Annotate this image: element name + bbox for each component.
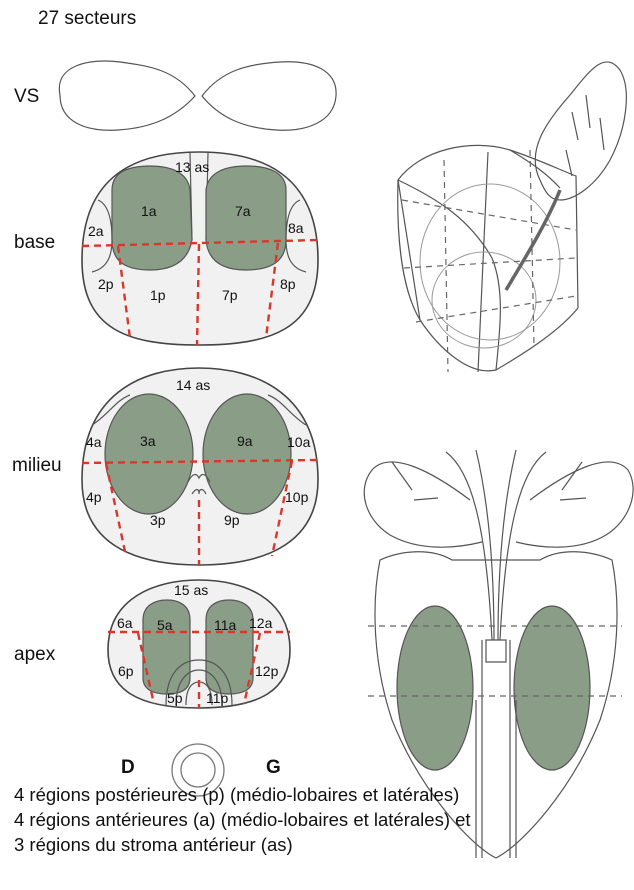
- sector-8p: 8p: [280, 276, 296, 292]
- sector-5p: 5p: [167, 690, 183, 706]
- sector-2a: 2a: [88, 223, 104, 239]
- sagittal-section-planes: [402, 150, 576, 372]
- sector-4a: 4a: [86, 434, 102, 450]
- orientation-right-label: D: [121, 757, 135, 779]
- sector-15as: 15 as: [174, 582, 208, 598]
- sagittal-illustration: [398, 62, 627, 372]
- sector-6p: 6p: [118, 663, 134, 679]
- seminal-vesicle-left: [202, 62, 336, 130]
- sagittal-circle-outer: [420, 184, 560, 340]
- sector-11a: 11a: [214, 617, 237, 633]
- sector-14as: 14 as: [176, 377, 210, 393]
- sector-8a: 8a: [288, 220, 304, 236]
- sector-6a: 6a: [117, 615, 133, 631]
- orientation-left-label: G: [266, 757, 281, 779]
- sector-1a: 1a: [141, 203, 157, 219]
- sector-1p: 1p: [150, 287, 166, 303]
- sector-3a: 3a: [140, 433, 156, 449]
- apex-zone-11a: [206, 600, 253, 694]
- sector-4p: 4p: [86, 489, 102, 505]
- caption: 4 régions postérieures (p) (médio-lobair…: [14, 782, 471, 857]
- coronal-verumontanum: [486, 640, 506, 662]
- sector-2p: 2p: [98, 276, 114, 292]
- milieu-zone-9a: [203, 394, 291, 514]
- sagittal-seminal-vesicle: [535, 62, 626, 200]
- sector-10a: 10a: [287, 434, 311, 450]
- milieu-section: 14 as 3a 9a 4a 10a 4p 3p 9p 10p: [82, 368, 318, 565]
- base-section: 13 as 1a 7a 2a 8a 2p 1p 7p 8p: [82, 152, 318, 345]
- sagittal-vesicle-folds: [566, 95, 604, 176]
- sector-7a: 7a: [235, 203, 251, 219]
- coronal-urethra: [476, 640, 516, 858]
- seminal-vesicle-right: [59, 61, 195, 130]
- sector-12a: 12a: [249, 615, 273, 631]
- caption-line-posterior: 4 régions postérieures (p) (médio-lobair…: [14, 782, 471, 807]
- sector-5a: 5a: [157, 617, 173, 633]
- apex-outline: [108, 580, 290, 708]
- sector-13as: 13 as: [175, 159, 209, 175]
- sector-3p: 3p: [150, 512, 166, 528]
- coronal-vesicle-left: [516, 462, 633, 547]
- caption-line-anterior: 4 régions antérieures (a) (médio-lobaire…: [14, 807, 471, 832]
- sector-7p: 7p: [222, 287, 238, 303]
- sector-9a: 9a: [237, 433, 253, 449]
- sector-11p: 11p: [206, 690, 229, 706]
- seminal-vesicles: [59, 61, 336, 130]
- milieu-zone-3a: [105, 394, 193, 514]
- apex-section: 15 as 5a 11a 6a 12a 6p 5p 11p 12p: [108, 580, 290, 708]
- sector-10p: 10p: [285, 489, 309, 505]
- coronal-zone-left: [514, 606, 590, 770]
- caption-line-stroma: 3 régions du stroma antérieur (as): [14, 832, 471, 857]
- sector-12p: 12p: [255, 663, 279, 679]
- apex-zone-5a: [143, 600, 190, 694]
- coronal-zone-right: [397, 606, 473, 770]
- sector-9p: 9p: [224, 512, 240, 528]
